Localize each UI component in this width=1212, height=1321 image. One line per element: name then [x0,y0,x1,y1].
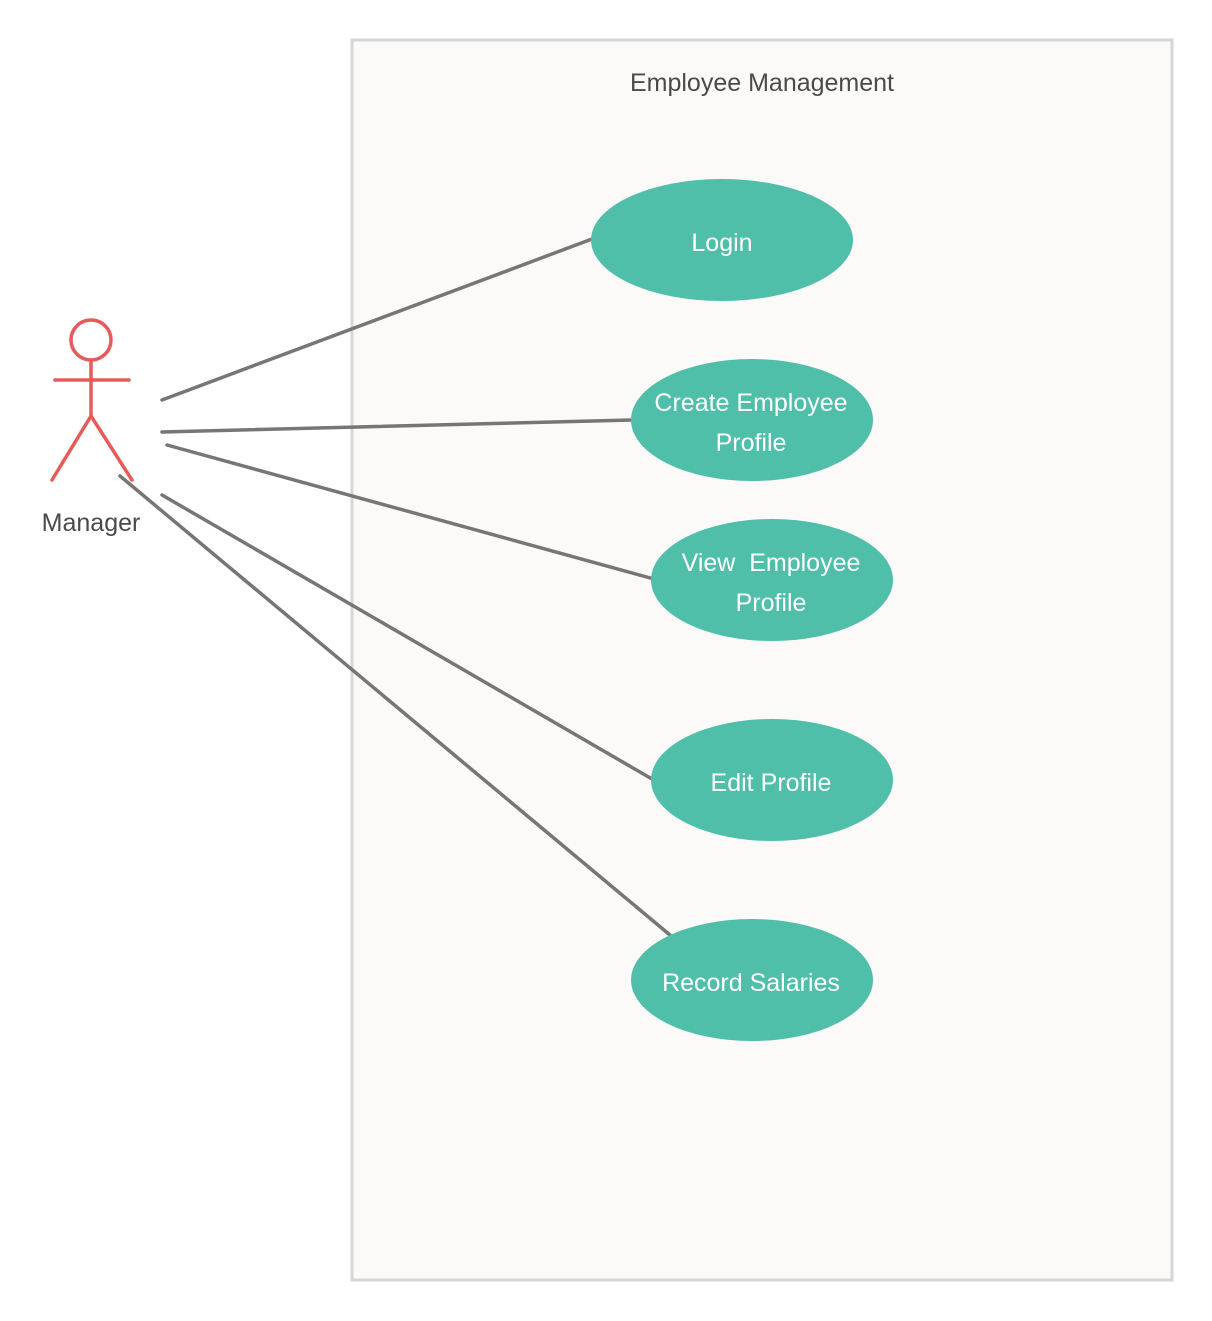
associations [118,237,672,937]
use-case-edit-profile[interactable]: Edit Profile [651,719,893,841]
use-case-shape [591,179,853,301]
use-case-shape [631,919,873,1041]
association-view-employee-profile [165,443,656,581]
use-case-record-salaries[interactable]: Record Salaries [631,919,873,1041]
use-case-label-line-2: Profile [736,589,807,617]
use-case-label-line-1: View Employee [682,549,861,577]
actor-manager[interactable]: Manager [42,318,141,537]
association-edit-profile [160,493,654,781]
use-case-label: Edit Profile [711,769,832,797]
association-login [160,237,594,402]
stick-figure-icon [50,318,134,482]
use-case-label: Record Salaries [662,969,840,997]
association-create-employee-profile [160,418,634,434]
use-case-create-employee-profile[interactable]: Create Employee Profile [631,359,873,481]
use-case-shape [651,519,893,641]
use-case-label: Login [691,229,752,257]
association-record-salaries [118,474,672,937]
use-case-login[interactable]: Login [591,179,853,301]
use-case-label-line-1: Create Employee [654,389,847,417]
use-case-view-employee-profile[interactable]: View Employee Profile [651,519,893,641]
actor-label: Manager [42,509,141,537]
system-title: Employee Management [630,69,894,97]
use-case-shape [631,359,873,481]
use-case-shape [651,719,893,841]
use-case-label-line-2: Profile [716,429,787,457]
